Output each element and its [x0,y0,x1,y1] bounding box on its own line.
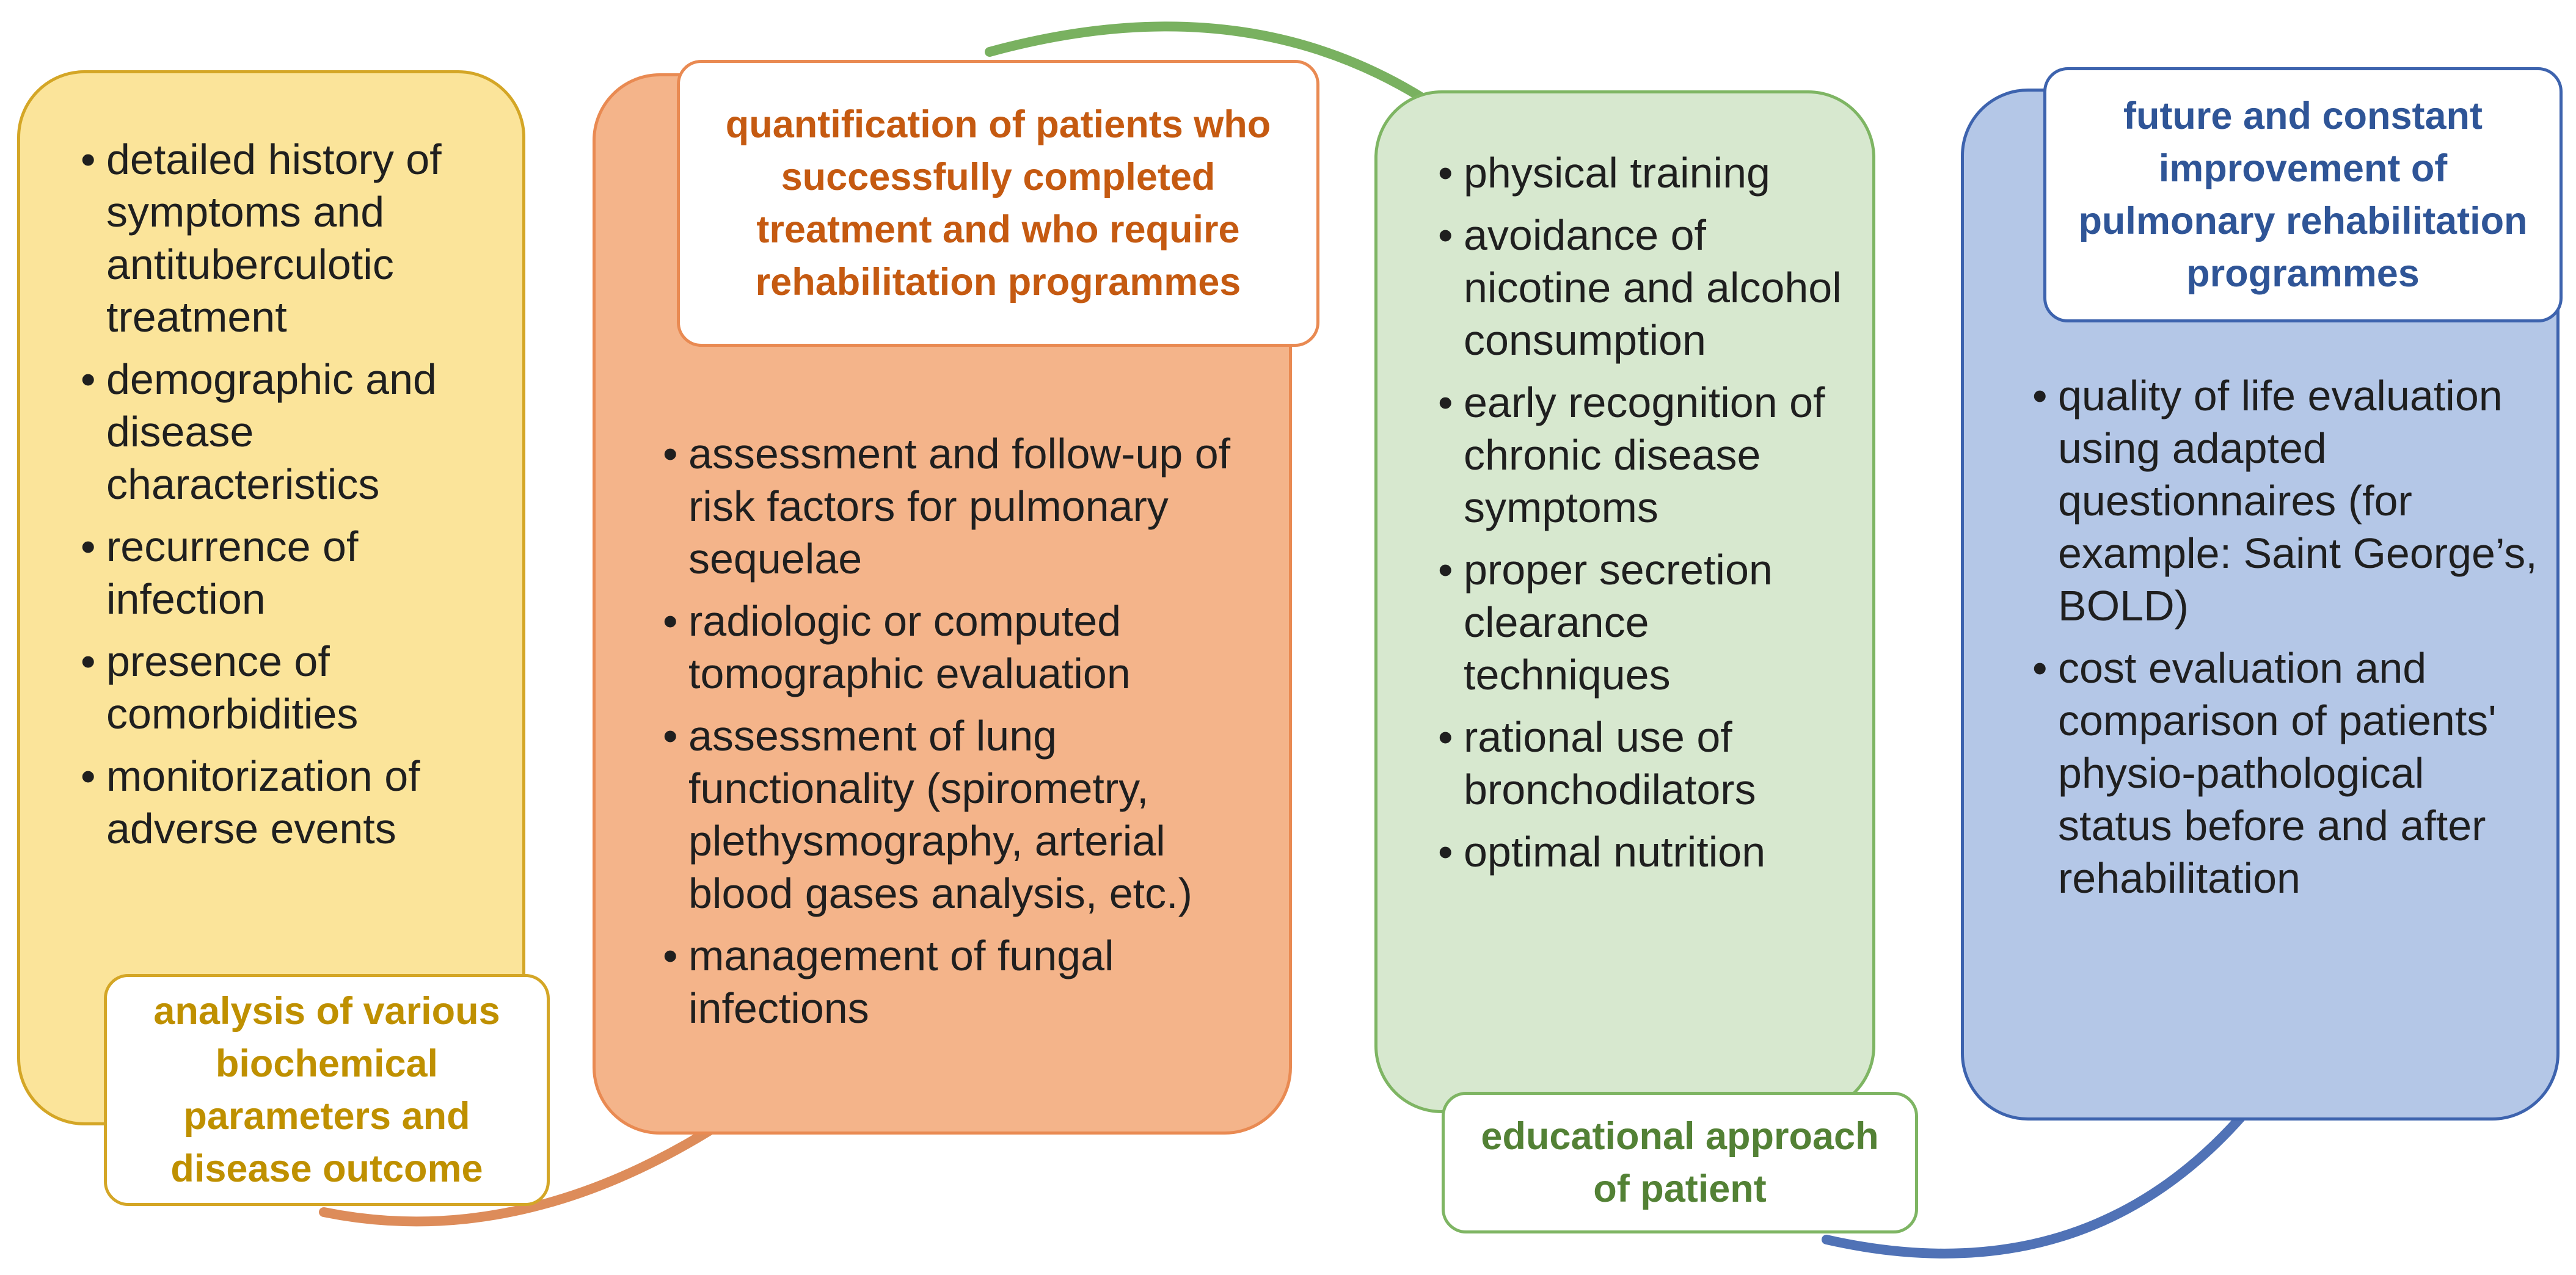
list-item: presence of comorbidities [81,635,476,740]
list-item: demographic and disease characteristics [81,353,476,510]
improvement-label: future and constant improvement of pulmo… [2043,67,2563,322]
list-item: rational use of bronchodilators [1438,711,1864,816]
list-item: detailed history of symptoms and antitub… [81,133,476,343]
improvement-list: quality of life evaluation using adapted… [2032,369,2538,914]
education-list: physical training avoidance of nicotine … [1438,147,1864,888]
list-item: optimal nutrition [1438,826,1864,878]
list-item: early recognition of chronic disease sym… [1438,376,1864,534]
education-label: educational approach of patient [1442,1092,1918,1233]
list-item: physical training [1438,147,1864,199]
list-item: recurrence of infection [81,520,476,625]
list-item: assessment of lung functionality (spirom… [663,710,1266,920]
list-item: monitorization of adverse events [81,750,476,855]
assessment-list: detailed history of symptoms and antitub… [81,133,476,865]
list-item: assessment and follow-up of risk factors… [663,427,1266,585]
assessment-label: analysis of various biochemical paramete… [104,974,550,1206]
list-item: avoidance of nicotine and alcohol consum… [1438,209,1864,366]
list-item: cost evaluation and comparison of patien… [2032,642,2538,904]
list-item: quality of life evaluation using adapted… [2032,369,2538,632]
list-item: management of fungal infections [663,929,1266,1034]
evaluation-list: assessment and follow-up of risk factors… [663,427,1266,1044]
list-item: proper secretion clearance techniques [1438,543,1864,701]
list-item: radiologic or computed tomographic evalu… [663,595,1266,700]
orange-connector-arc [319,1119,726,1227]
evaluation-label: quantification of patients who successfu… [677,60,1319,347]
